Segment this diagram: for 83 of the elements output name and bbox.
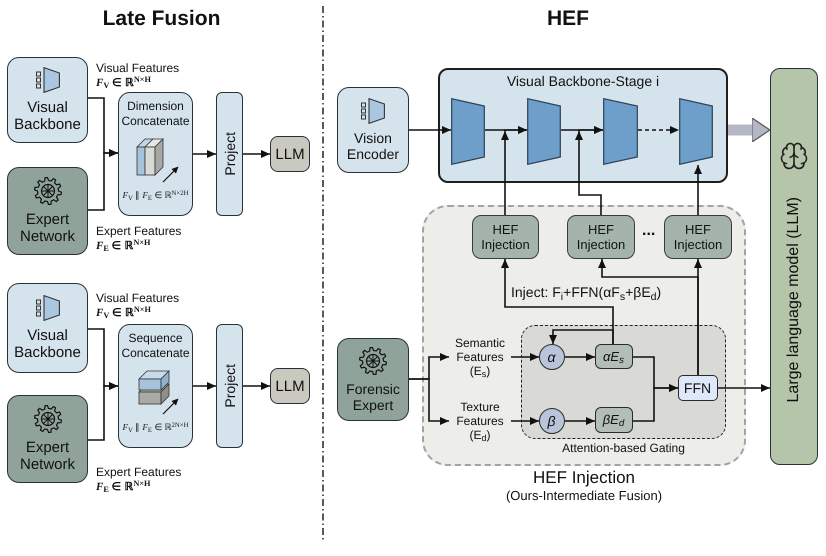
- arrow: [511, 353, 539, 361]
- module-label: Expert Network: [18, 211, 76, 245]
- process-box: [594, 344, 632, 368]
- feature-caption: Expert Features: [96, 224, 182, 239]
- model-label: Large language model (LLM): [785, 197, 803, 402]
- arrow: [193, 150, 216, 158]
- formula-text: F$_{V}$ ∈ ℝ$^{N×H}$: [96, 306, 152, 321]
- step-label: Dimension Concatenate: [120, 99, 191, 129]
- process-box: [567, 215, 635, 259]
- module-label: Visual Backbone: [13, 327, 82, 361]
- arrow: [565, 417, 595, 425]
- arrow: [694, 259, 702, 375]
- feature-caption: Expert Features: [96, 465, 182, 480]
- encoder-stage-block: [603, 98, 638, 165]
- panel-heading: Visual Backbone-Stage i: [506, 73, 660, 90]
- formula-text: F$_{V}$ ∈ ℝ$^{N×H}$: [96, 76, 152, 91]
- encoder-stage-block: [451, 98, 485, 165]
- arrow: [549, 329, 614, 344]
- arrow: [409, 378, 449, 425]
- model-label: LLM: [275, 378, 305, 394]
- process-box: [118, 92, 193, 216]
- arrow: [88, 382, 118, 441]
- formula-text: F$_{E}$ ∈ ℝ$^{N×H}$: [96, 239, 152, 254]
- panel-title: Late Fusion: [102, 6, 222, 32]
- model-box: [270, 136, 310, 172]
- formula-text: F$_{V}$ ∥ F$_{E}$ ∈ ℝ$^{2N×H}$: [122, 421, 188, 433]
- step-label: βE$_{d}$: [602, 412, 624, 427]
- model-label: LLM: [275, 146, 305, 162]
- arrow: [501, 259, 614, 344]
- feature-label: Semantic Features (E$_{s}$): [449, 336, 511, 380]
- model-bar: [770, 68, 818, 465]
- formula-text: F$_{E}$ ∈ ℝ$^{N×H}$: [96, 480, 152, 495]
- arrow: [694, 165, 702, 215]
- region-subcaption: (Ours-Intermediate Fusion): [506, 488, 662, 504]
- arrow: [88, 149, 118, 211]
- arrow: [511, 417, 539, 425]
- arrow: [243, 382, 270, 390]
- step-label: αE$_{s}$: [603, 348, 624, 364]
- model-box: [270, 368, 310, 404]
- arrow: [501, 126, 527, 215]
- step-label: HEF Injection: [672, 222, 724, 252]
- region-caption: Attention-based Gating: [562, 441, 685, 455]
- encoder-stage-block: [527, 98, 561, 165]
- module-box: [337, 87, 409, 173]
- process-box: [216, 92, 243, 216]
- arrow: [193, 382, 216, 390]
- process-box: [216, 324, 243, 448]
- stage-panel: [438, 68, 728, 183]
- module-label: Visual Backbone: [13, 99, 82, 133]
- step-label: FFN: [684, 380, 712, 396]
- module-label: Vision Encoder: [346, 130, 400, 162]
- ellipsis-mark: ...: [642, 222, 656, 240]
- gate-symbol: β: [548, 412, 556, 428]
- arrow: [565, 353, 595, 361]
- encoder-stage-block: [679, 98, 713, 165]
- step-label: HEF Injection: [480, 222, 531, 252]
- feature-caption: Visual Features: [96, 61, 180, 76]
- module-label: Expert Network: [18, 439, 76, 473]
- process-box: [118, 324, 193, 448]
- block-arrow: [728, 120, 771, 140]
- process-box: [678, 374, 718, 400]
- arrow: [638, 126, 679, 134]
- arrow: [409, 126, 451, 134]
- arrow: [633, 384, 678, 422]
- module-box: [337, 338, 409, 421]
- panel-title: HEF: [546, 6, 590, 32]
- process-box: [594, 406, 632, 432]
- process-box: [664, 215, 732, 259]
- formula-label: Inject: F$_{i}$+FFN(αF$_{s}$+βE$_{d}$): [511, 283, 662, 301]
- step-label: HEF Injection: [576, 222, 626, 252]
- feature-label: Texture Features (E$_{d}$): [449, 400, 511, 442]
- step-label: Sequence Concatenate: [120, 331, 191, 361]
- process-box: [472, 215, 539, 259]
- arrow: [243, 150, 270, 158]
- arrow: [575, 126, 603, 215]
- step-label: Project: [222, 132, 238, 176]
- feature-caption: Visual Features: [96, 291, 180, 306]
- module-label: Forensic Expert: [345, 380, 401, 412]
- arrow: [718, 384, 770, 392]
- formula-text: F$_{V}$ ∥ F$_{E}$ ∈ ℝ$^{N×2H}$: [122, 189, 188, 201]
- gate-symbol: α: [548, 348, 556, 364]
- region-caption: HEF Injection: [532, 468, 636, 488]
- step-label: Project: [222, 364, 238, 408]
